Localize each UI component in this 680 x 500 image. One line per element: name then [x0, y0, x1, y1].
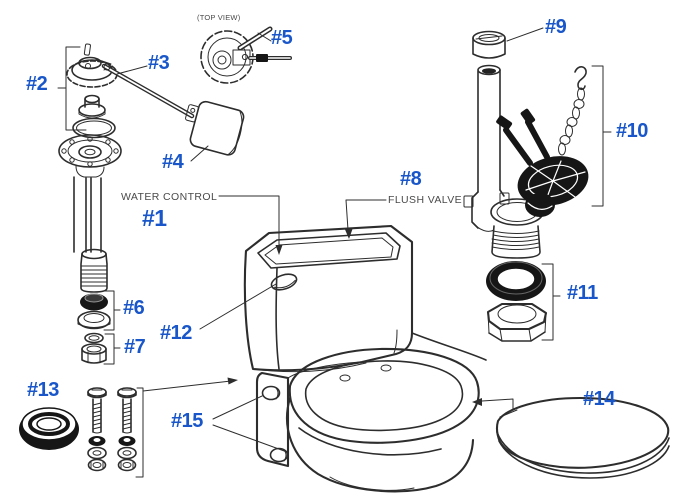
leader-part9 — [506, 27, 544, 42]
leader-part4 — [190, 145, 209, 162]
top-view-caption: (TOP VIEW) — [197, 13, 241, 22]
arrow-flush-valve-head — [345, 229, 353, 239]
tank-gasket-drawing — [19, 407, 79, 450]
trip-lever-drawing — [270, 273, 298, 291]
arrow-seat-head — [472, 398, 482, 406]
part-label-6[interactable]: #6 — [123, 297, 145, 319]
tank-bolts-drawing — [87, 387, 137, 472]
part-label-2[interactable]: #2 — [26, 73, 48, 95]
fill-valve-assembly-drawing — [58, 43, 122, 293]
part-label-13[interactable]: #13 — [27, 379, 59, 401]
bracket-part13 — [135, 387, 144, 478]
coupling-nut-drawing — [81, 332, 107, 364]
part-label-3[interactable]: #3 — [148, 52, 170, 74]
shank-washers-drawing — [77, 293, 111, 330]
flush-valve-caption: FLUSH VALVE — [388, 194, 463, 206]
float-ball-drawing — [185, 100, 245, 156]
refill-cap-drawing — [472, 30, 506, 59]
part-label-7[interactable]: #7 — [124, 336, 146, 358]
part-label-9[interactable]: #9 — [545, 16, 567, 38]
bracket-part7 — [103, 333, 121, 365]
part-label-10[interactable]: #10 — [616, 120, 648, 142]
leader-seat — [481, 398, 514, 411]
part-label-4[interactable]: #4 — [162, 151, 184, 173]
seat-drawing — [495, 396, 670, 479]
part-label-11[interactable]: #11 — [567, 282, 598, 304]
water-control-caption: WATER CONTROL — [121, 191, 218, 203]
flapper-chain-drawing — [496, 66, 589, 217]
leader-lines — [57, 27, 612, 478]
leader-part12 — [199, 283, 277, 330]
arrow-part13-line — [142, 380, 232, 392]
part-label-14[interactable]: #14 — [583, 388, 615, 410]
gasket-locknut-drawing — [486, 261, 548, 342]
bracket-part2 — [57, 46, 87, 131]
bracket-part11 — [541, 263, 561, 341]
leader-water-control — [218, 195, 280, 247]
bowl-drawing — [255, 332, 487, 493]
leader-part5 — [257, 32, 272, 42]
leader-part15 — [212, 395, 288, 453]
part-label-1[interactable]: #1 — [142, 205, 167, 231]
part-label-15[interactable]: #15 — [171, 410, 203, 432]
leader-part3 — [116, 65, 148, 75]
bracket-part6 — [102, 290, 121, 331]
arrow-part13-head — [227, 377, 238, 385]
bracket-part10 — [591, 65, 612, 207]
float-rod-drawing — [101, 63, 195, 119]
top-view-mechanism-drawing — [200, 26, 292, 84]
part-label-8[interactable]: #8 — [400, 168, 422, 190]
part-label-5[interactable]: #5 — [271, 27, 293, 49]
leader-flush-valve — [345, 199, 387, 231]
part-label-12[interactable]: #12 — [160, 322, 192, 344]
arrow-water-control-head — [275, 245, 283, 255]
